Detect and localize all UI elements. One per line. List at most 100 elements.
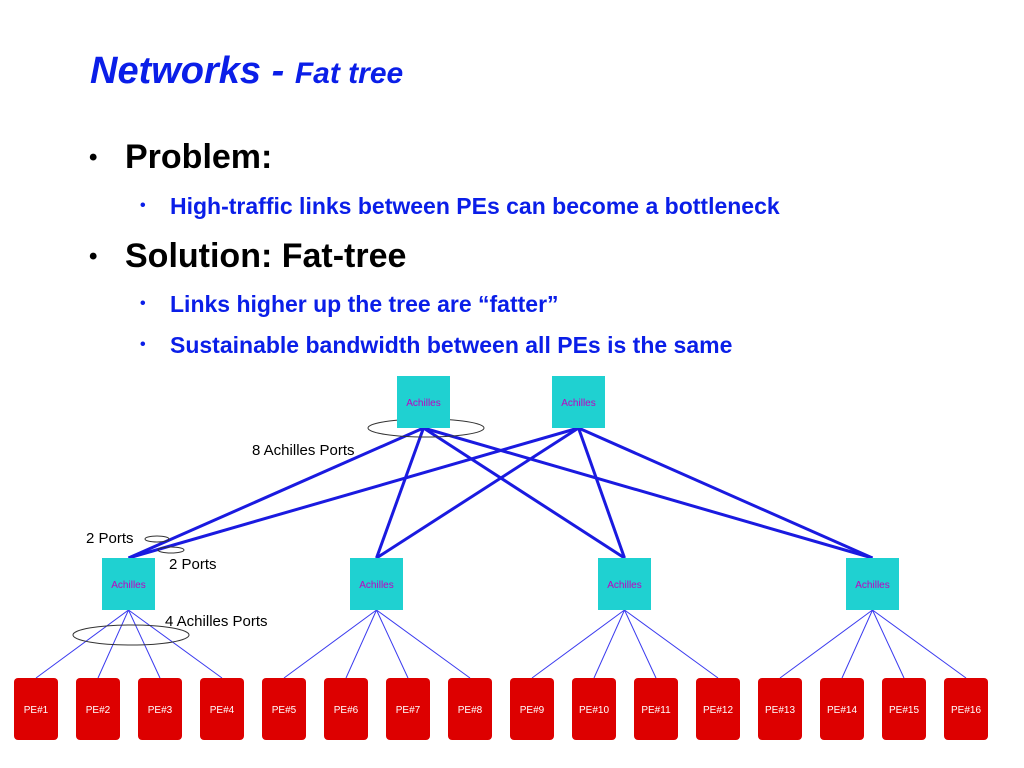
pe-label: PE#15 [889, 705, 919, 716]
switch-leaf-3 [598, 558, 651, 610]
pe-node [262, 678, 306, 740]
title-main: Networks - [90, 50, 295, 92]
pe-label: PE#10 [579, 705, 609, 716]
switch-leaf-4 [846, 558, 899, 610]
pe-label: PE#11 [641, 705, 671, 716]
annotation-left-ports: 2 Ports [86, 530, 134, 547]
bullet-solution-detail-1: • Links higher up the tree are “fatter” [140, 291, 559, 318]
annotation-right-ports: 2 Ports [169, 556, 217, 573]
switch-leaf-3-label: Achilles [607, 580, 641, 591]
switch-leaf-1-label: Achilles [111, 580, 145, 591]
leaf-link [128, 609, 223, 679]
ellipse-leaf-ports [72, 624, 190, 646]
trunk-link [577, 427, 626, 559]
pe-node [944, 678, 988, 740]
pe-label: PE#6 [334, 705, 359, 716]
pe-label: PE#9 [520, 705, 545, 716]
leaf-link [376, 609, 409, 679]
switch-leaf-2-label: Achilles [359, 580, 393, 591]
switch-leaf-1 [102, 558, 155, 610]
title-sub: Fat tree [294, 57, 404, 90]
bullet-dot: • [140, 197, 146, 214]
pe-label: PE#7 [396, 705, 421, 716]
leaf-link [624, 609, 719, 679]
trunk-link [577, 426, 874, 560]
bullet-dot: • [89, 243, 98, 270]
switch-top-2 [552, 376, 605, 428]
bullet-solution-detail-1-text: Links higher up the tree are “fatter” [170, 291, 559, 317]
pe-label: PE#1 [24, 705, 49, 716]
trunk-link [375, 427, 425, 559]
pe-label: PE#8 [458, 705, 483, 716]
annotation-top-ports: 8 Achilles Ports [252, 442, 355, 459]
pe-label: PE#13 [765, 705, 795, 716]
pe-node [200, 678, 244, 740]
annotations: 8 Achilles Ports 2 Ports 2 Ports 4 Achil… [86, 442, 355, 630]
bullet-solution-detail-2: • Sustainable bandwidth between all PEs … [140, 332, 733, 359]
bullet-solution: • Solution: Fat-tree [89, 237, 407, 276]
slide-title: Networks - Fat tree [90, 50, 403, 93]
trunk-link [127, 426, 425, 560]
bullet-dot: • [140, 295, 146, 312]
bullet-dot: • [140, 336, 146, 353]
leaf-link [128, 609, 161, 679]
pe-node [882, 678, 926, 740]
switch-leaf-2 [350, 558, 403, 610]
switch-top-2-label: Achilles [561, 398, 595, 409]
bullet-problem: • Problem: [89, 138, 273, 177]
pe-label: PE#4 [210, 705, 235, 716]
pe-label: PE#2 [86, 705, 111, 716]
leaf-links [35, 609, 967, 679]
trunk-link [128, 426, 579, 560]
pe-node [324, 678, 368, 740]
pe-node [14, 678, 58, 740]
ellipse-left-ports [144, 535, 170, 543]
pe-node [76, 678, 120, 740]
leaf-link [841, 609, 873, 679]
bullet-solution-text: Solution: Fat-tree [125, 237, 407, 275]
trunk-link [423, 426, 873, 560]
trunk-link [375, 426, 580, 560]
leaf-link [624, 609, 657, 679]
leaf-link [872, 609, 967, 679]
pe-node [696, 678, 740, 740]
leaf-link [283, 609, 377, 679]
bullet-dot: • [89, 144, 98, 171]
switch-top-1-label: Achilles [406, 398, 440, 409]
switch-leaf-4-label: Achilles [855, 580, 889, 591]
leaf-link [593, 609, 625, 679]
bullet-problem-text: Problem: [125, 138, 273, 176]
pe-node [448, 678, 492, 740]
port-ellipses [72, 418, 485, 646]
pe-label: PE#14 [827, 705, 857, 716]
pe-nodes: PE#1 PE#2 PE#3 PE#4 PE#5 PE#6 PE#7 PE#8 PE#9 PE#1… [14, 678, 988, 740]
pe-node [510, 678, 554, 740]
leaf-link [97, 609, 129, 679]
ellipse-right-ports [157, 546, 185, 554]
trunk-links [127, 426, 874, 560]
switch-top-1 [397, 376, 450, 428]
trunk-link [422, 426, 626, 560]
leaf-link [376, 609, 471, 679]
pe-node [758, 678, 802, 740]
leaf-link [531, 609, 625, 679]
leaf-link [779, 609, 873, 679]
bullet-problem-detail: • High-traffic links between PEs can bec… [140, 193, 780, 220]
pe-node [820, 678, 864, 740]
leaf-link [345, 609, 377, 679]
pe-label: PE#5 [272, 705, 297, 716]
pe-label: PE#3 [148, 705, 173, 716]
bullet-problem-detail-text: High-traffic links between PEs can becom… [170, 193, 780, 219]
leaf-link [35, 609, 129, 679]
pe-node [634, 678, 678, 740]
pe-node [138, 678, 182, 740]
pe-label: PE#16 [951, 705, 981, 716]
pe-node [572, 678, 616, 740]
annotation-leaf-ports: 4 Achilles Ports [165, 613, 268, 630]
pe-label: PE#12 [703, 705, 733, 716]
leaf-link [872, 609, 905, 679]
pe-node [386, 678, 430, 740]
bullet-solution-detail-2-text: Sustainable bandwidth between all PEs is… [170, 332, 733, 358]
